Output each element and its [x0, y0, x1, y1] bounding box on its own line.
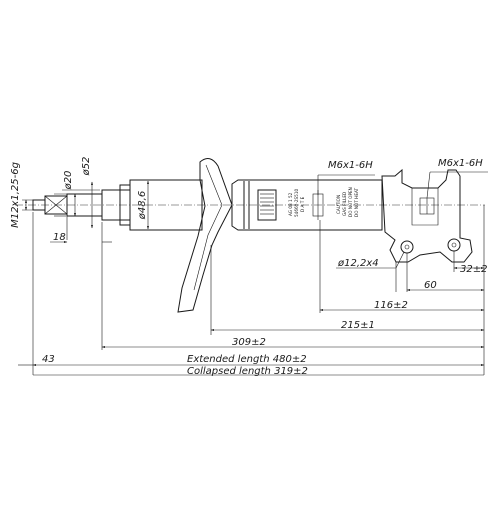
label-collapsed-length: Collapsed length 319±2	[187, 366, 308, 377]
label-dim-116: 116±2	[374, 300, 408, 311]
tube-print-id: AG 08 1 52 54660-2S510 D A T E	[288, 189, 305, 217]
label-dia-20: ø20	[63, 171, 74, 191]
label-extended-length: Extended length 480±2	[187, 354, 307, 365]
dimension-lines	[18, 240, 485, 376]
print-id-1: AG 08 1 52	[288, 192, 293, 216]
print-caution-4: DO NOT HEAT	[354, 187, 359, 217]
diameter-dims	[24, 180, 150, 230]
tube-body	[119, 179, 203, 231]
label-dim-60: 60	[424, 280, 437, 291]
print-caution-2: GAS FILLED	[342, 192, 347, 216]
label-dim-43: 43	[42, 354, 55, 365]
label-dia-52: ø52	[81, 157, 92, 177]
tube-print-caution: CAUTION GAS FILLED DO NOT OPEN DO NOT HE…	[336, 187, 359, 217]
label-dia-48-6: ø48,6	[137, 191, 148, 220]
label-thread-rod: M12x1,25-6g	[10, 162, 21, 228]
label-thread-m6-a: M6x1-6H	[328, 160, 373, 171]
label-len-18: 18	[53, 232, 66, 243]
label-dim-309: 309±2	[232, 337, 266, 348]
print-id-3: D A T E	[300, 196, 305, 212]
print-caution-3: DO NOT OPEN	[348, 187, 353, 217]
print-caution-1: CAUTION	[336, 195, 341, 214]
print-id-2: 54660-2S510	[294, 189, 299, 217]
mounting-bracket	[381, 168, 473, 263]
spring-seat	[177, 158, 233, 313]
label-dim-32: 32±2	[460, 264, 487, 275]
extension-lines	[22, 189, 485, 375]
leader-lines	[317, 171, 488, 269]
label-thread-m6-b: M6x1-6H	[438, 158, 483, 169]
label-holes: ø12,2x4	[337, 258, 379, 269]
label-dim-215: 215±1	[341, 320, 375, 331]
